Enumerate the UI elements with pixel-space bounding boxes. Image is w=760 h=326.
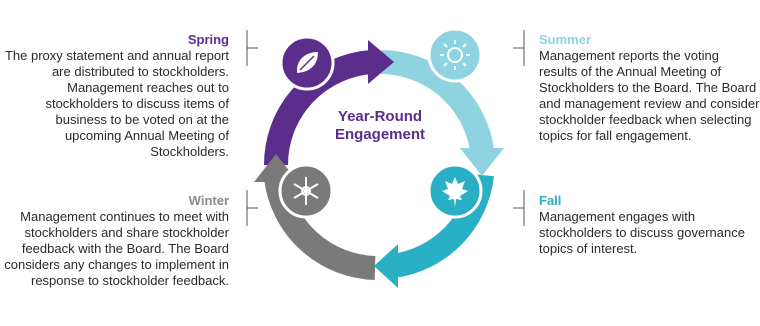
summer-icon-badge: [427, 27, 483, 83]
winter-title: Winter: [188, 193, 229, 208]
winter-section: Winter Management continues to meet with…: [0, 193, 229, 289]
sun-icon: [440, 40, 470, 70]
summer-arc: [380, 50, 494, 153]
fall-bracket: [513, 190, 525, 226]
summer-description: Management reports the voting results of…: [539, 48, 760, 143]
summer-arrowhead: [460, 148, 504, 176]
spring-bracket: [246, 30, 258, 66]
spring-arc: [263, 50, 374, 166]
spring-icon-badge: [279, 35, 335, 91]
winter-icon-badge: [278, 163, 334, 219]
spring-title: Spring: [187, 32, 229, 47]
fall-description: Management engages with stockholders to …: [539, 209, 745, 256]
summer-bracket: [513, 30, 525, 66]
summer-title: Summer: [539, 32, 592, 47]
winter-description: Management continues to meet with stockh…: [4, 209, 229, 288]
fall-arrowhead: [374, 244, 398, 288]
center-title-line2: Engagement: [335, 126, 425, 143]
snowflake-icon: [293, 177, 319, 205]
spring-section: Spring The proxy statement and annual re…: [0, 32, 229, 160]
spring-description: The proxy statement and annual report ar…: [4, 48, 229, 159]
summer-section: Summer Management reports the voting res…: [539, 32, 760, 144]
center-title-line1: Year-Round: [338, 108, 422, 125]
maple-leaf-icon: [442, 177, 468, 207]
leaf-icon: [296, 52, 318, 73]
fall-title: Fall: [539, 193, 562, 208]
fall-section: Fall Management engages with stockholder…: [539, 193, 760, 257]
winter-bracket: [246, 190, 258, 226]
fall-icon-badge: [427, 163, 483, 219]
spring-arrowhead: [368, 40, 394, 84]
